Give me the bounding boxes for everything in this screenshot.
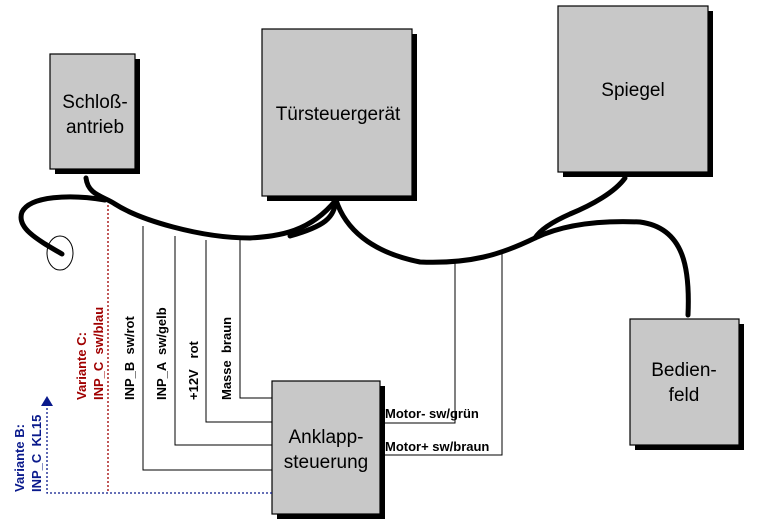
bedienfeld-label-line2: feld: [669, 385, 700, 406]
bedienfeld-label-line1: Bedien-: [651, 360, 717, 381]
wire-labels-horizontal: Motor- sw/grün Motor+ sw/braun: [385, 406, 489, 454]
tuersteuergeraet-label: Türsteuergerät: [276, 104, 401, 125]
label-variante-b-wire: INP_C KL15: [29, 415, 44, 492]
label-inp-a: INP_A sw/gelb: [154, 307, 169, 400]
signal-wires: [41, 205, 503, 494]
label-inp-b: INP_B sw/rot: [122, 316, 137, 400]
label-masse: Masse braun: [219, 317, 234, 400]
wire-motor-minus: [380, 262, 456, 424]
harness-end-marker: [46, 235, 74, 271]
schlossantrieb-label-line1: Schloß-: [62, 92, 127, 113]
schlossantrieb-label-line2: antrieb: [66, 117, 124, 138]
label-motor-plus: Motor+ sw/braun: [385, 439, 489, 454]
label-variante-c-title: Variante C:: [74, 332, 89, 400]
box-tuersteuergeraet: Türsteuergerät: [261, 28, 417, 201]
wire-labels-vertical: INP_B sw/rot INP_A sw/gelb +12V rot Mass…: [12, 307, 234, 492]
label-plus12v: +12V rot: [186, 340, 201, 400]
label-variante-c-wire: INP_C sw/blau: [91, 307, 106, 400]
wire-plus12v: [205, 240, 272, 423]
box-spiegel: Spiegel: [557, 5, 713, 177]
harness-branch-tuer: [287, 197, 339, 239]
box-bedienfeld: Bedien- feld: [629, 318, 744, 450]
box-anklappsteuerung: Anklapp- steuerung: [271, 380, 385, 519]
anklappsteuerung-label-line1: Anklapp-: [289, 427, 364, 448]
harness-left-loop: [18, 194, 108, 257]
label-motor-minus: Motor- sw/grün: [385, 406, 479, 421]
wire-masse: [239, 238, 272, 399]
anklappsteuerung-label-line2: steuerung: [284, 452, 369, 473]
wire-motor-plus: [380, 254, 503, 456]
wire-inp-b: [142, 226, 272, 471]
wiring-harness: [18, 175, 691, 318]
harness-branch-spiegel: [532, 175, 628, 241]
box-schlossantrieb: Schloß- antrieb: [49, 53, 140, 174]
variante-b-arrow-icon: [41, 396, 53, 406]
label-variante-b-title: Variante B:: [12, 424, 27, 492]
spiegel-label: Spiegel: [601, 80, 664, 101]
wire-variante-b: [46, 404, 272, 494]
wire-inp-a: [174, 236, 272, 446]
harness-main: [83, 175, 691, 318]
